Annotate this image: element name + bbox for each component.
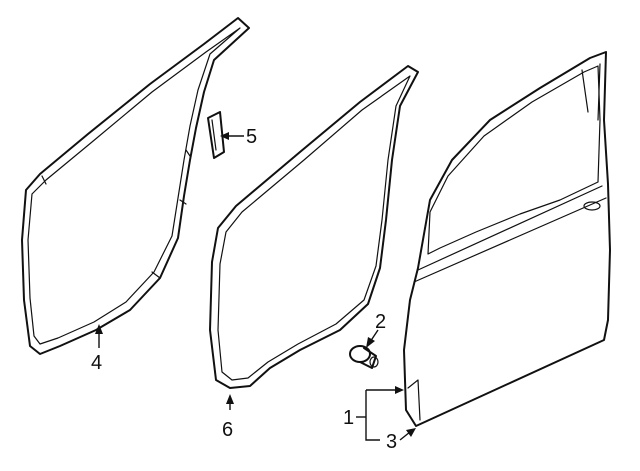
trim-bracket [207, 111, 225, 159]
front-door-shell [403, 51, 611, 427]
callout-6: 6 [222, 419, 233, 441]
door-weatherstrip [209, 65, 419, 389]
leader-lines [95, 132, 416, 441]
callout-1: 1 [343, 407, 354, 429]
callout-2: 2 [375, 311, 386, 333]
callout-3: 3 [386, 431, 397, 453]
door-plug [349, 345, 379, 369]
callout-4: 4 [91, 352, 102, 374]
body-weatherstrip [21, 17, 250, 355]
callout-5: 5 [246, 126, 257, 148]
